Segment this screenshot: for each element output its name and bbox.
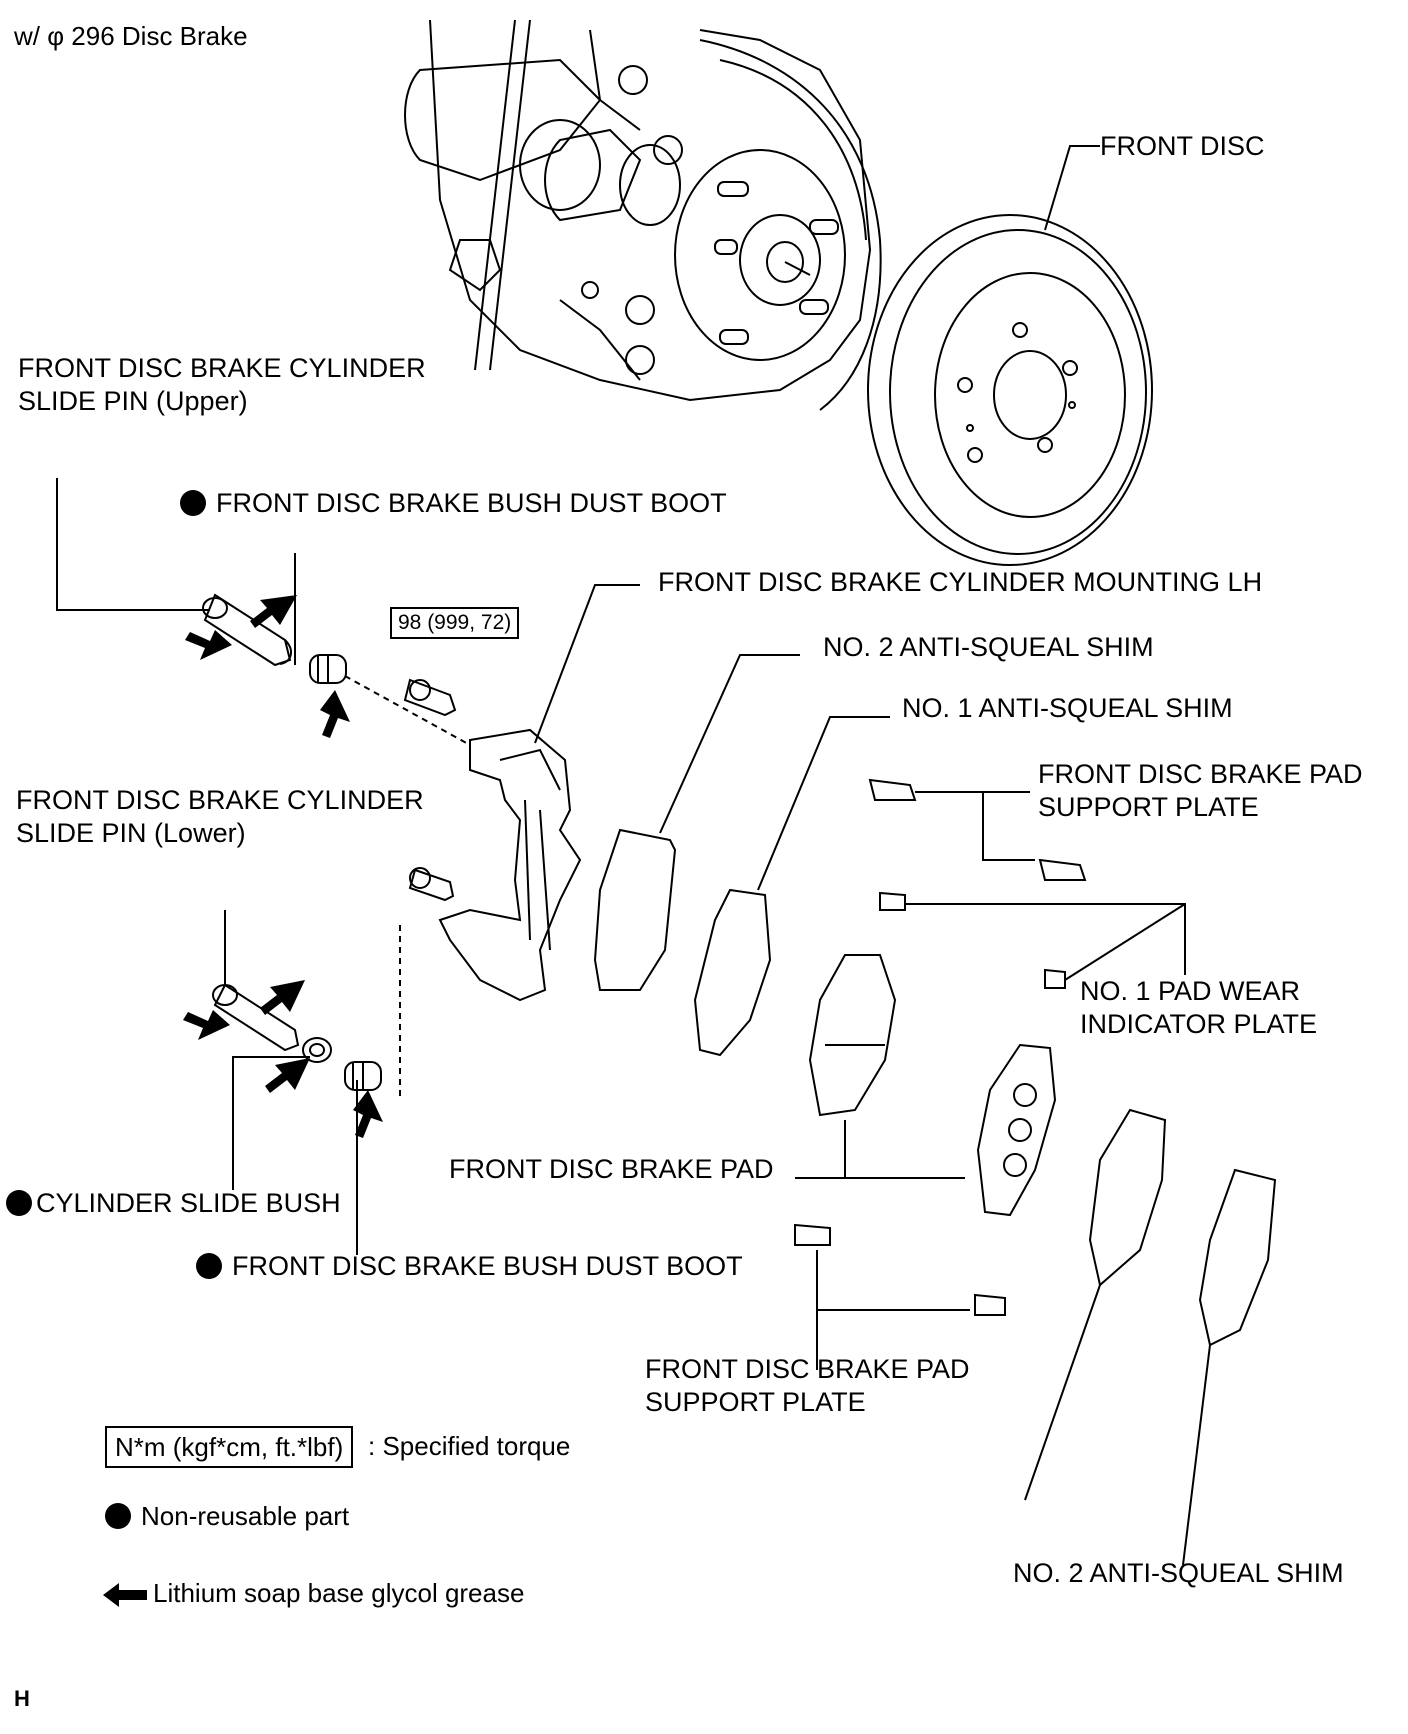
brake-pad-outer (976, 1043, 1057, 1217)
label-wear-indicator-line1: NO. 1 PAD WEAR (1080, 976, 1301, 1006)
label-slide-pin-lower-line1: FRONT DISC BRAKE CYLINDER (16, 785, 424, 815)
label-dust-boot-upper: FRONT DISC BRAKE BUSH DUST BOOT (180, 487, 727, 520)
nonreusable-dot-icon (6, 1190, 32, 1216)
grease-arrow-icon (103, 1583, 147, 1608)
legend-grease-text: Lithium soap base glycol grease (153, 1578, 525, 1608)
grease-arrow-icon (185, 630, 232, 660)
slide-bush (302, 1037, 332, 1063)
pad-wear-indicator (879, 891, 1066, 989)
label-support-plate-bottom-line1: FRONT DISC BRAKE PAD (645, 1354, 970, 1384)
label-dust-boot-lower: FRONT DISC BRAKE BUSH DUST BOOT (196, 1250, 743, 1283)
label-wear-indicator-line2: INDICATOR PLATE (1080, 1009, 1318, 1039)
nonreusable-dot-icon (105, 1503, 131, 1529)
leader-no2-shim-top (659, 654, 800, 834)
grease-arrow-icon (183, 1010, 230, 1040)
label-dust-boot-lower-text: FRONT DISC BRAKE BUSH DUST BOOT (232, 1251, 743, 1281)
label-support-plate-bottom-line2: SUPPORT PLATE (645, 1387, 866, 1417)
legend-nonreusable-text: Non-reusable part (141, 1501, 350, 1531)
label-slide-bush-text: CYLINDER SLIDE BUSH (36, 1188, 341, 1218)
label-brake-pad: FRONT DISC BRAKE PAD (449, 1154, 774, 1184)
label-slide-pin-upper-line2: SLIDE PIN (Upper) (18, 386, 248, 416)
torque-bolt-lower (408, 867, 455, 902)
torque-value-box: 98 (999, 72) (390, 607, 520, 639)
nonreusable-dot-icon (196, 1253, 222, 1279)
grease-arrow-icon (320, 690, 350, 738)
legend-grease: Lithium soap base glycol grease (103, 1577, 524, 1610)
grease-arrow-icon (265, 1058, 310, 1093)
footer-code: H (14, 1686, 30, 1711)
leader-no2-shim-bottom (1182, 1344, 1211, 1566)
torque-bolt-upper (403, 678, 457, 717)
grease-arrow-icon (353, 1090, 383, 1138)
support-plate-top (868, 778, 1087, 881)
no1-anti-squeal-shim-bottom (1088, 1108, 1167, 1287)
label-slide-bush: CYLINDER SLIDE BUSH (6, 1187, 341, 1220)
label-support-plate-top-line2: SUPPORT PLATE (1038, 792, 1259, 822)
leader-support-plate-top (915, 791, 1035, 861)
label-no2-shim-top: NO. 2 ANTI-SQUEAL SHIM (823, 632, 1154, 662)
support-plate-bottom (794, 1223, 1006, 1316)
label-dust-boot-upper-text: FRONT DISC BRAKE BUSH DUST BOOT (216, 488, 727, 518)
label-support-plate-top-line1: FRONT DISC BRAKE PAD (1038, 759, 1363, 789)
dust-boot-lower (344, 1061, 382, 1091)
legend-nonreusable: Non-reusable part (105, 1500, 349, 1533)
front-disc (867, 214, 1153, 566)
legend-torque-text: : Specified torque (368, 1431, 571, 1461)
slide-pin-upper (56, 478, 292, 667)
steering-knuckle-assembly (404, 19, 882, 411)
leader-front-disc (1044, 145, 1100, 231)
label-slide-pin-upper-line1: FRONT DISC BRAKE CYLINDER (18, 353, 426, 383)
grease-arrow-icon (250, 595, 297, 628)
dashed-axis-upper (344, 675, 471, 746)
nonreusable-dot-icon (180, 490, 206, 516)
label-no2-shim-bottom: NO. 2 ANTI-SQUEAL SHIM (1013, 1558, 1344, 1588)
leader-cyl-mounting (534, 584, 640, 744)
leader-support-plate-bottom (816, 1250, 970, 1370)
no2-anti-squeal-shim-top (593, 828, 677, 991)
leader-no1-shim-top (757, 716, 890, 891)
brake-pad-inner (808, 954, 897, 1117)
label-no1-shim-top: NO. 1 ANTI-SQUEAL SHIM (902, 693, 1233, 723)
label-cyl-mounting: FRONT DISC BRAKE CYLINDER MOUNTING LH (658, 567, 1263, 597)
label-slide-pin-lower-line2: SLIDE PIN (Lower) (16, 818, 246, 848)
label-front-disc: FRONT DISC (1100, 131, 1265, 161)
dust-boot-upper (309, 654, 347, 684)
leader-slide-bush (232, 1056, 310, 1190)
leader-no1-shim-bottom (1024, 1284, 1101, 1501)
no2-anti-squeal-shim-bottom (1198, 1168, 1277, 1347)
slide-pin-lower (212, 910, 300, 1052)
leader-brake-pad (795, 1120, 965, 1179)
legend-torque-unit: N*m (kgf*cm, ft.*lbf) (105, 1426, 354, 1468)
diagram-header: w/ φ 296 Disc Brake (14, 21, 248, 51)
leader-wear-indicator (905, 903, 1186, 981)
no1-anti-squeal-shim-top (693, 888, 772, 1057)
grease-arrow-icon (260, 980, 305, 1015)
caliper-mounting (438, 728, 582, 1002)
